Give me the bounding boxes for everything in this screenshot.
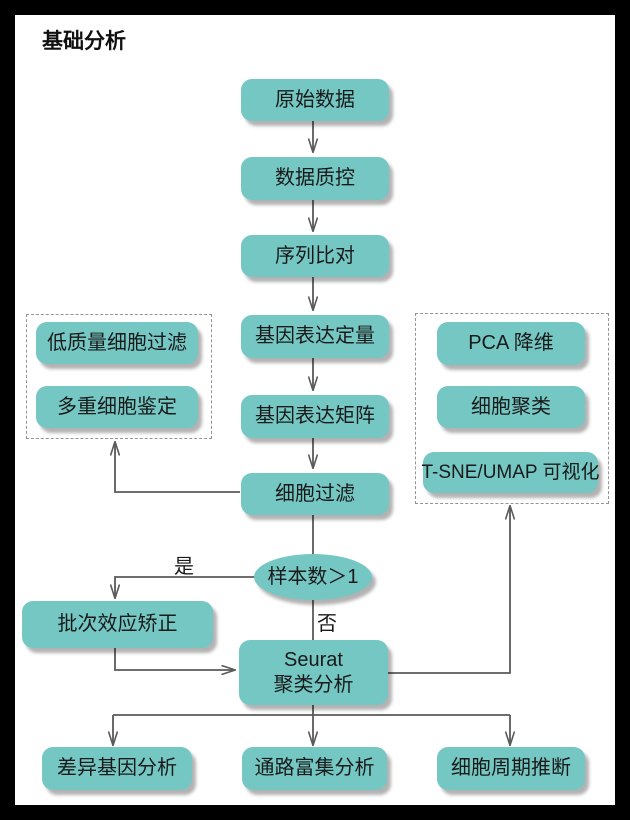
node-pca: PCA 降维 xyxy=(437,322,585,365)
node-batch-correction: 批次效应矫正 xyxy=(22,601,213,648)
node-multiplet-id: 多重细胞鉴定 xyxy=(36,386,198,428)
seurat-line1: Seurat xyxy=(284,648,343,671)
node-data-qc: 数据质控 xyxy=(241,157,389,200)
node-alignment: 序列比对 xyxy=(241,235,389,277)
node-seurat-clustering: Seurat 聚类分析 xyxy=(239,640,388,705)
node-cell-cycle: 细胞周期推断 xyxy=(437,747,585,790)
node-cell-filter: 细胞过滤 xyxy=(241,473,389,515)
node-pathway-analysis: 通路富集分析 xyxy=(242,747,387,790)
node-cell-cluster: 细胞聚类 xyxy=(437,386,585,428)
edge-label-yes: 是 xyxy=(174,556,194,578)
node-decision-sample-count: 样本数＞1 xyxy=(254,554,372,600)
page-title: 基础分析 xyxy=(42,30,126,53)
node-quantification: 基因表达定量 xyxy=(241,315,389,358)
node-low-quality-filter: 低质量细胞过滤 xyxy=(36,322,198,364)
edge-label-no: 否 xyxy=(317,613,337,635)
node-raw-data: 原始数据 xyxy=(241,79,389,121)
seurat-line2: 聚类分析 xyxy=(273,673,354,696)
node-deg-analysis: 差异基因分析 xyxy=(42,747,192,790)
qc-group-container xyxy=(26,314,212,439)
node-expression-matrix: 基因表达矩阵 xyxy=(241,395,389,438)
node-tsne-umap: T-SNE/UMAP 可视化 xyxy=(421,452,600,493)
cluster-group-container xyxy=(415,313,609,504)
